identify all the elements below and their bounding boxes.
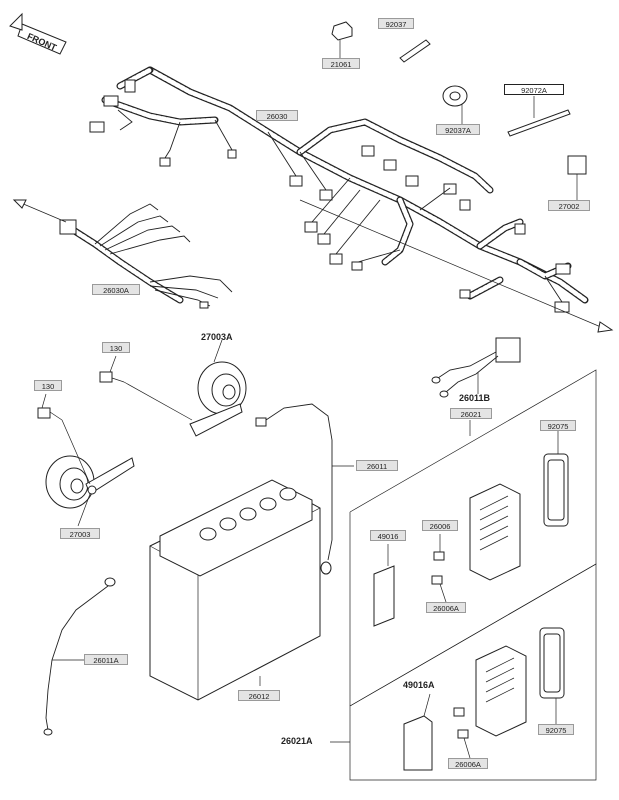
label-26006: 26006 <box>422 520 458 531</box>
label-130-left: 130 <box>34 380 62 391</box>
part-27002 <box>567 155 587 200</box>
label-21061: 21061 <box>322 58 360 69</box>
label-49016: 49016 <box>370 530 406 541</box>
label-49016A: 49016A <box>403 680 435 690</box>
fuses-26006A-bottom <box>453 707 471 759</box>
part-92037A <box>442 85 468 124</box>
label-26006A-bottom: 26006A <box>448 758 488 769</box>
front-arrow-icon <box>9 12 67 55</box>
main-harness <box>89 66 614 333</box>
bracket-49016a <box>403 693 433 771</box>
label-26011B: 26011B <box>459 393 491 403</box>
bracket-92075-bottom <box>539 627 565 724</box>
label-27003A: 27003A <box>201 332 233 342</box>
bracket-92075-top <box>543 430 569 527</box>
ecu-26021 <box>469 483 521 581</box>
label-26021A: 26021A <box>281 736 313 746</box>
horn-27003 <box>45 455 135 527</box>
bolt-130-top <box>99 355 193 421</box>
part-92072A <box>507 96 571 137</box>
part-92037 <box>399 39 431 63</box>
label-92075-bottom: 92075 <box>538 724 574 735</box>
label-92037: 92037 <box>378 18 414 29</box>
label-27002: 27002 <box>548 200 590 211</box>
label-26011A: 26011A <box>84 654 128 665</box>
battery-26012 <box>149 479 321 701</box>
fuse-26006 <box>433 534 445 561</box>
cable-26011a <box>43 577 116 736</box>
label-92037A: 92037A <box>436 124 480 135</box>
part-21061 <box>331 21 353 58</box>
label-26030: 26030 <box>256 110 298 121</box>
label-26030A: 26030A <box>92 284 140 295</box>
label-27003: 27003 <box>60 528 100 539</box>
label-26021: 26021 <box>450 408 492 419</box>
cable-26011 <box>255 403 354 575</box>
label-26006A-top: 26006A <box>426 602 466 613</box>
label-92072A: 92072A <box>504 84 564 95</box>
wire-26011b <box>431 337 521 398</box>
fuse-26006A-top <box>431 575 447 603</box>
ecu-26021a <box>475 645 527 737</box>
frame-26021A <box>330 563 597 781</box>
sub-harness-26030a <box>12 199 233 309</box>
label-26011: 26011 <box>356 460 398 471</box>
label-26012: 26012 <box>238 690 280 701</box>
horn-27003a <box>189 339 247 437</box>
label-130-top: 130 <box>102 342 130 353</box>
bolt-130-left <box>37 393 91 485</box>
label-92075-top: 92075 <box>540 420 576 431</box>
bracket-49016 <box>373 544 395 627</box>
